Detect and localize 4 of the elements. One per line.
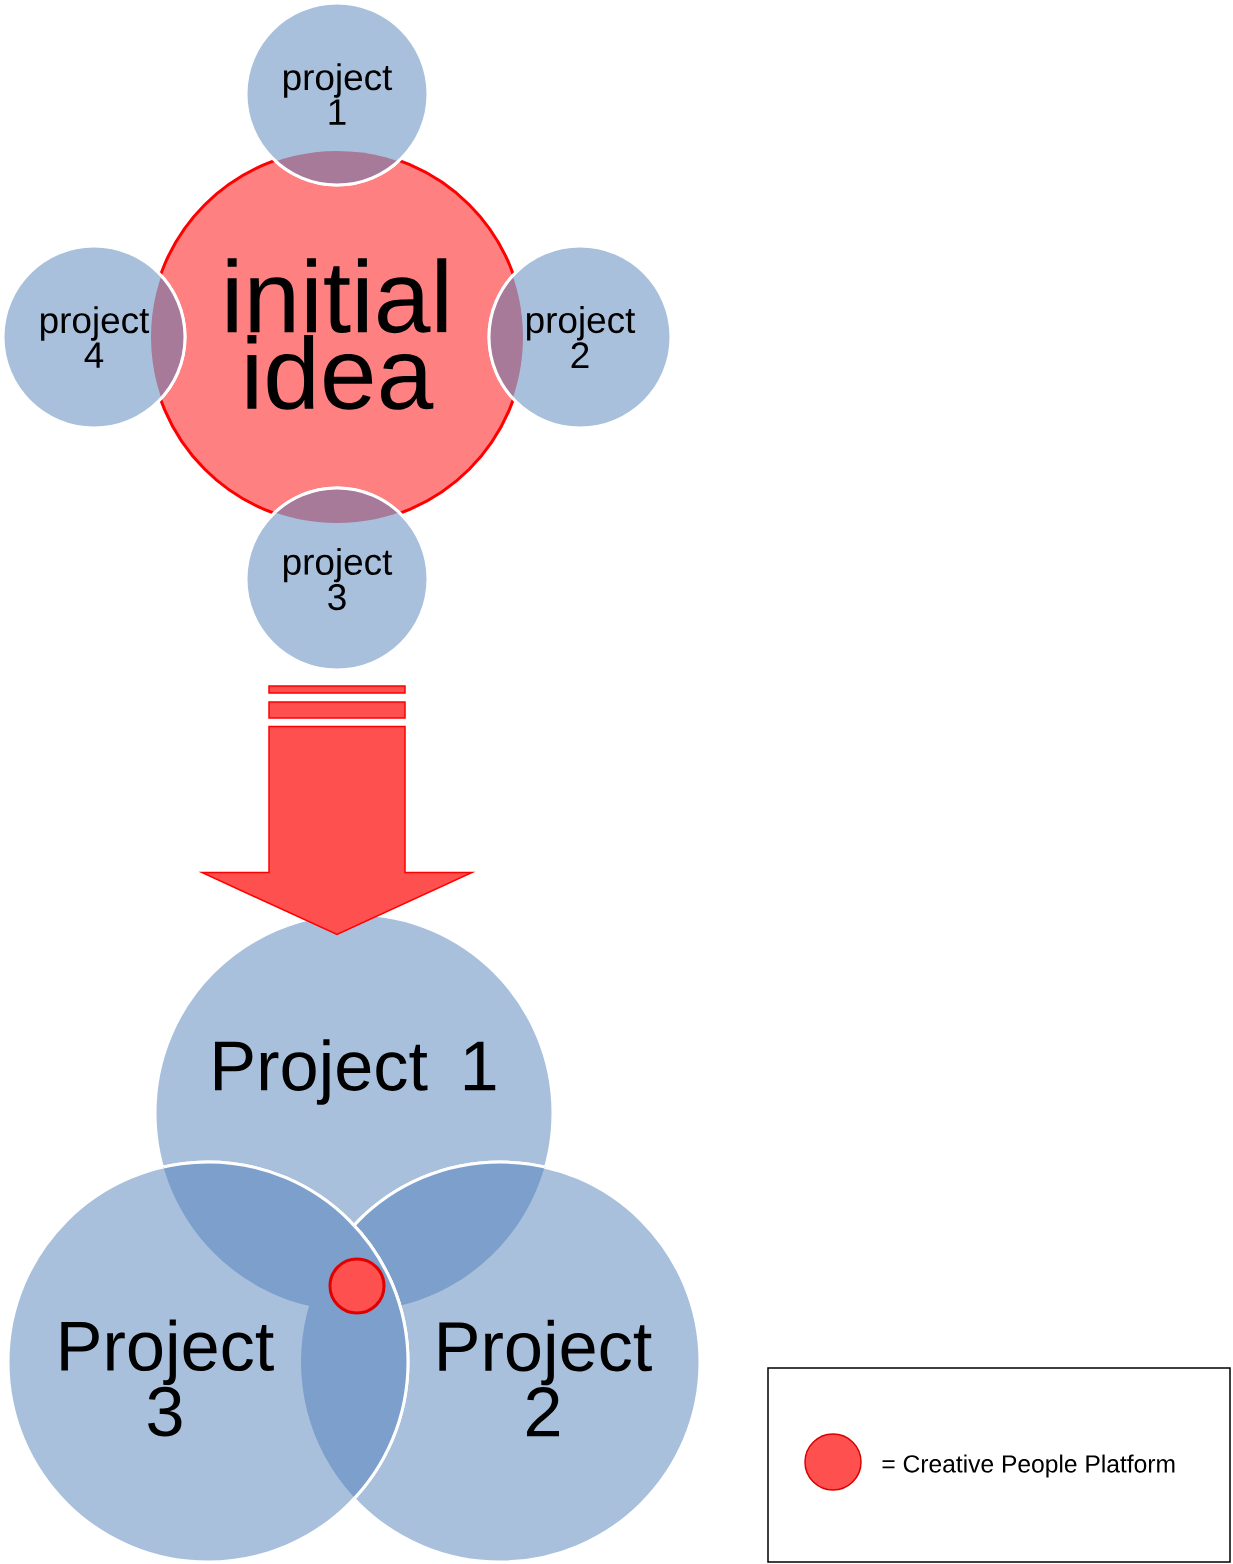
block-arrow [198, 725, 476, 936]
legend-box: = Creative People Platform [767, 1367, 1231, 1563]
platform-dot [328, 1257, 386, 1315]
node-label: Project 3 [61, 1319, 274, 1437]
